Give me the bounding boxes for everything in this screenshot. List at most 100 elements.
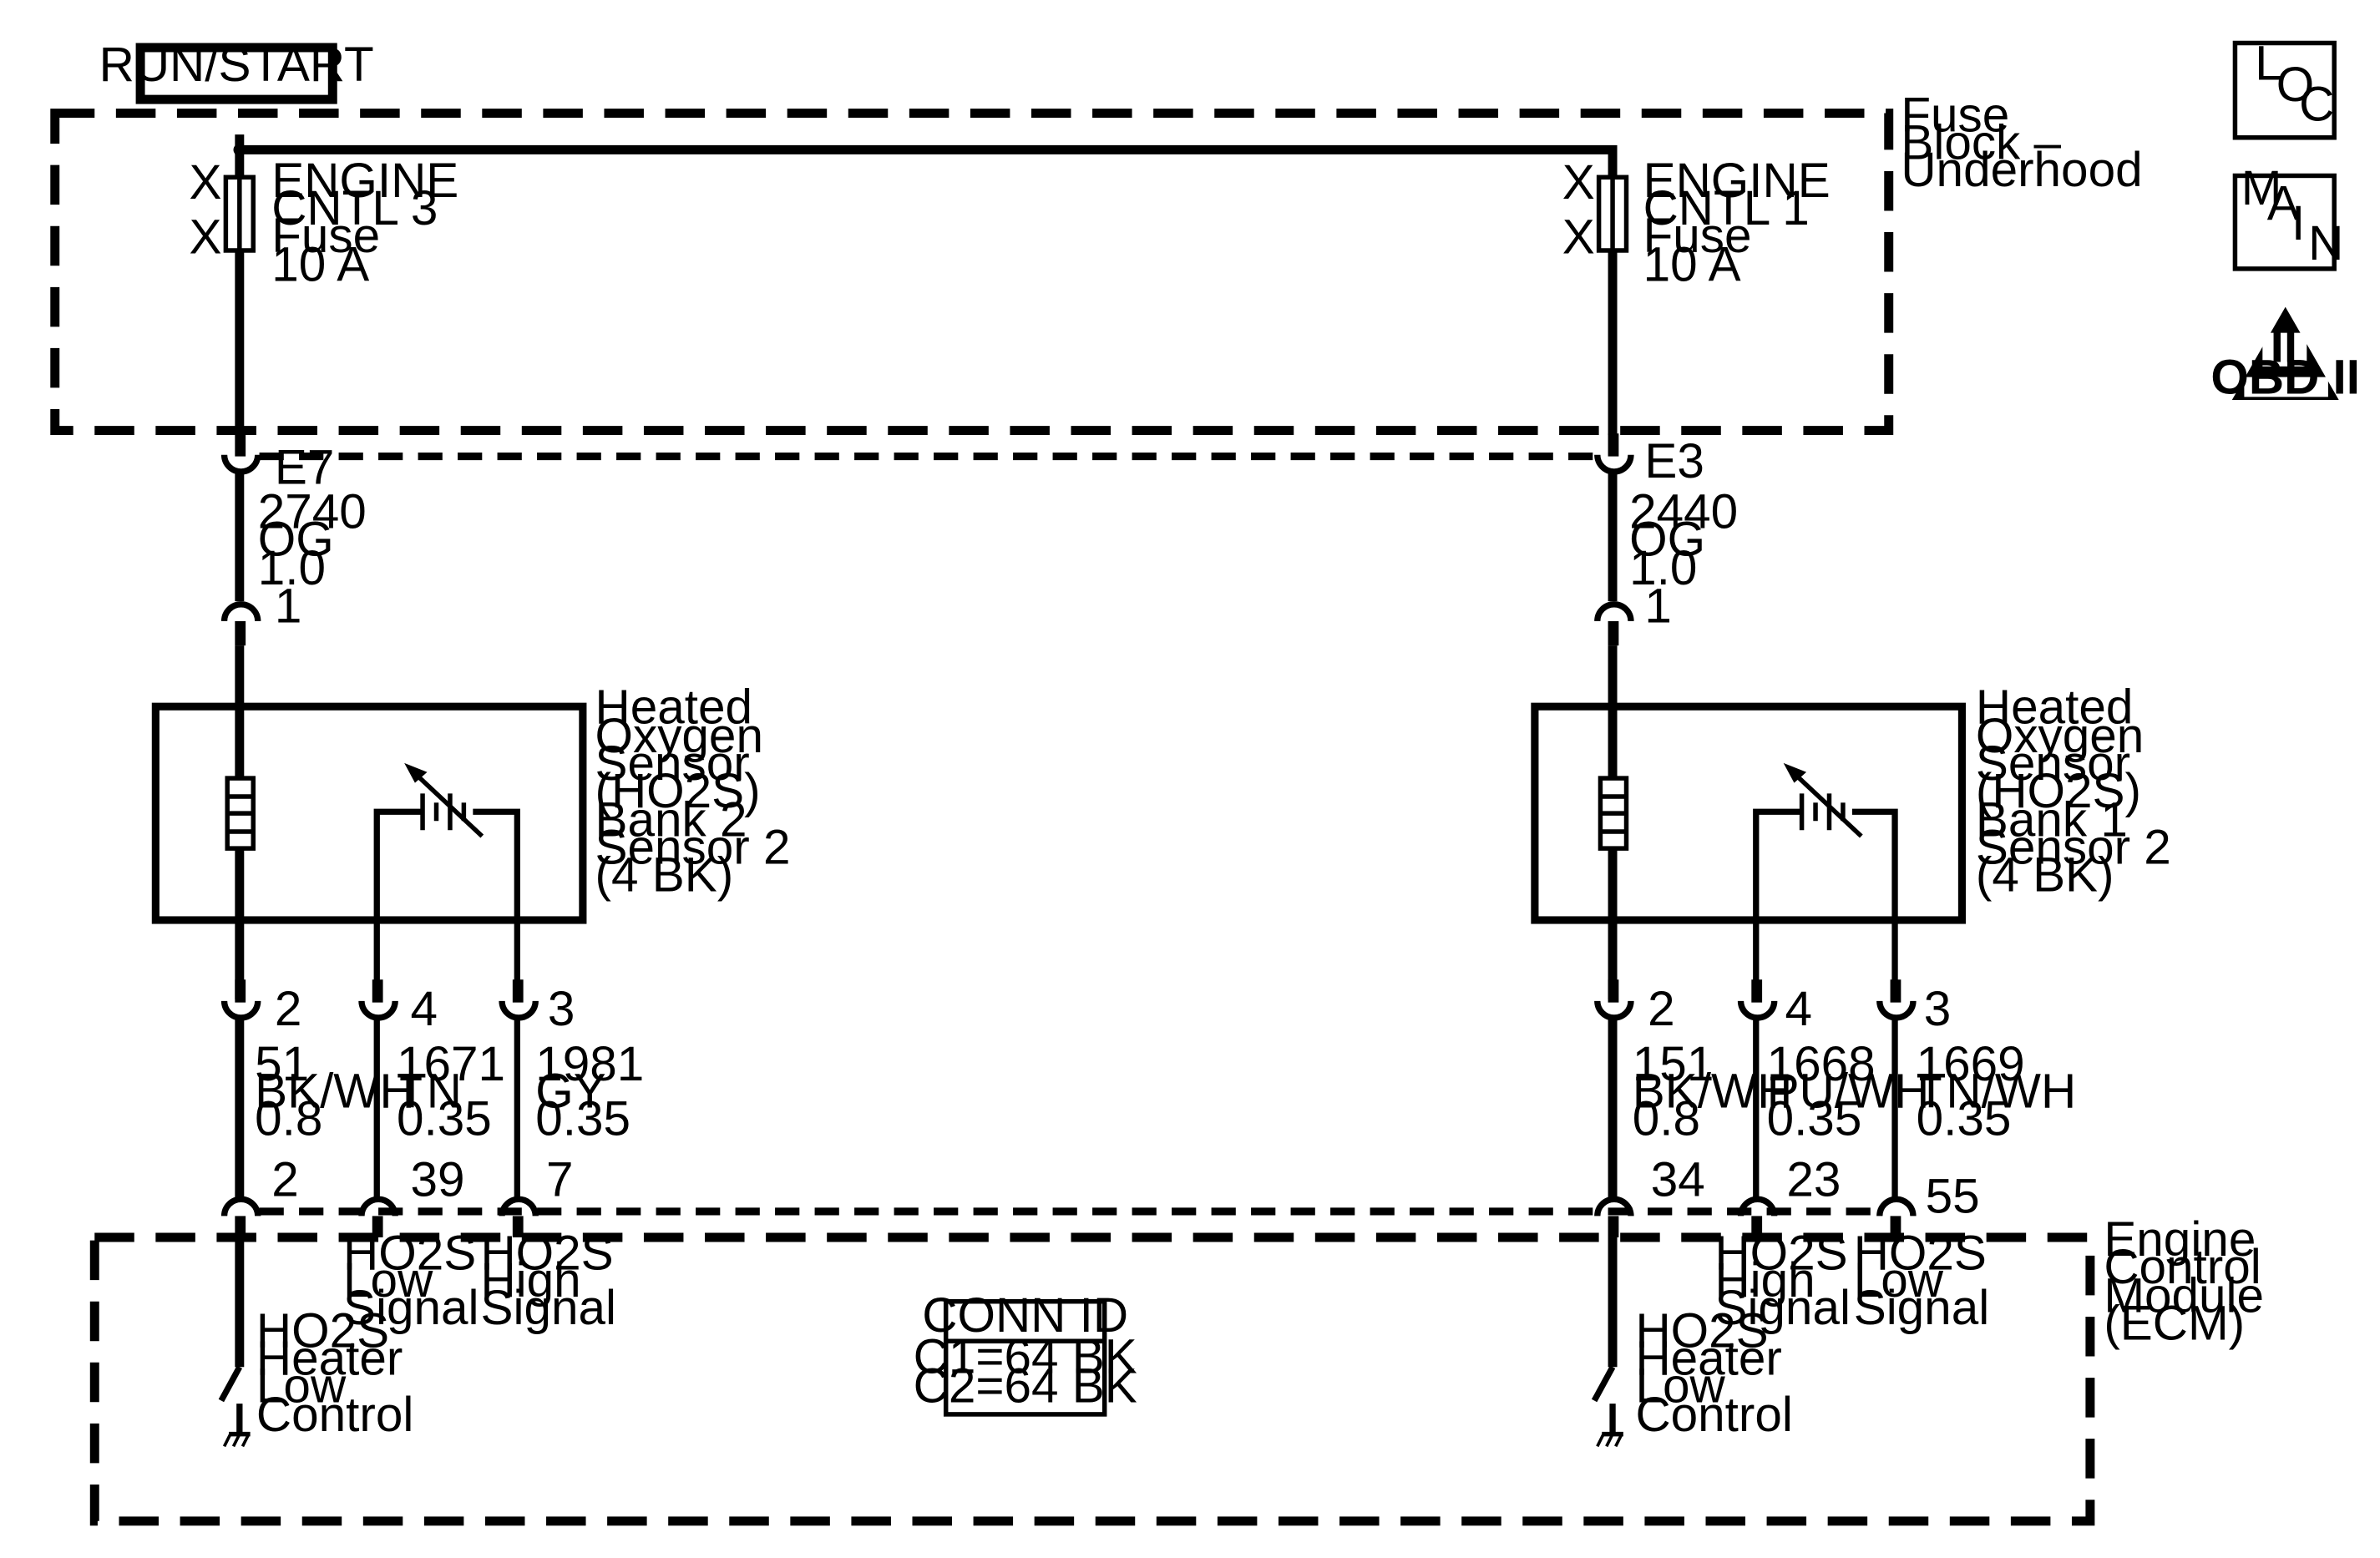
svg-text:(4 BK): (4 BK) <box>1976 847 2114 902</box>
svg-text:Bank 2: Bank 2 <box>595 793 747 847</box>
svg-text:X: X <box>1562 210 1595 265</box>
svg-text:2: 2 <box>1648 982 1675 1036</box>
svg-text:Signal: Signal <box>1714 1281 1851 1335</box>
conn-id-row: C1=64 BK <box>914 1330 1137 1384</box>
svg-text:3: 3 <box>1924 982 1952 1036</box>
ecm-pin-l-heater: 2 <box>220 1153 299 1237</box>
svg-text:Engine: Engine <box>2104 1212 2256 1267</box>
svg-text:51: 51 <box>255 1037 309 1091</box>
ground-icon <box>1596 1431 1623 1448</box>
svg-text:2740: 2740 <box>258 484 367 539</box>
svg-text:Heated: Heated <box>1976 680 2134 734</box>
variable-cell-icon <box>1783 762 1863 838</box>
svg-text:Low: Low <box>1635 1358 1725 1413</box>
svg-text:1669: 1669 <box>1917 1037 2025 1091</box>
sensor-pin-1-right: 1 <box>1594 579 1672 646</box>
svg-text:High: High <box>480 1253 580 1308</box>
svg-text:1: 1 <box>1644 579 1672 634</box>
wire-label-1669: 1669 TN/WH 0.35 <box>1917 1037 2077 1146</box>
svg-text:0.8: 0.8 <box>255 1092 322 1146</box>
svg-text:C: C <box>2299 78 2334 132</box>
svg-text:OG: OG <box>1629 512 1705 566</box>
sensor-pin-l-heater: 2 <box>220 979 301 1036</box>
sensor-pin-r-high: 4 <box>1737 979 1813 1036</box>
svg-text:(ECM): (ECM) <box>2104 1296 2245 1350</box>
run-start-label: RUN/START <box>99 38 374 104</box>
sensor-pin-r-heater: 2 <box>1594 979 1675 1036</box>
wire-label-151: 151 BK/WH 0.8 <box>1633 1037 1793 1146</box>
svg-text:Sensor 2: Sensor 2 <box>1976 820 2171 874</box>
svg-text:II: II <box>2271 318 2297 372</box>
wire-label-51: 51 BK/WH 0.8 <box>255 1037 415 1146</box>
obd-ii-icon[interactable]: II OBD II <box>2210 306 2360 405</box>
run-start-text: RUN/START <box>99 38 374 92</box>
ground-icon <box>222 1431 251 1448</box>
svg-text:Heater: Heater <box>256 1331 403 1385</box>
svg-text:1668: 1668 <box>1767 1037 1876 1091</box>
ho2s-bank2-sensor2: Heated Oxygen Sensor (HO2S) Bank 2 Senso… <box>151 645 790 999</box>
svg-text:2: 2 <box>271 1153 299 1207</box>
svg-text:Sensor: Sensor <box>1976 736 2130 791</box>
run-start-bus <box>235 134 1618 180</box>
svg-text:X: X <box>190 155 222 210</box>
svg-text:Signal: Signal <box>343 1281 479 1335</box>
svg-text:7: 7 <box>546 1153 574 1207</box>
sensor-pin-r-low: 3 <box>1876 979 1952 1036</box>
fuse-engine-cntl-3: X X ENGINE CNTL 3 Fuse 10 A <box>190 149 458 436</box>
svg-text:Control: Control <box>256 1388 413 1442</box>
wire-label-2440: 2440 OG 1.0 <box>1629 484 1738 595</box>
conn-id-row: C2=64 BK <box>914 1358 1137 1413</box>
svg-text:HO2S: HO2S <box>1854 1226 1987 1280</box>
svg-text:E7: E7 <box>275 440 335 494</box>
svg-text:BK/WH: BK/WH <box>255 1065 415 1119</box>
wire-label-1668: 1668 PU/WH 0.35 <box>1767 1037 1930 1146</box>
svg-text:0.35: 0.35 <box>535 1092 630 1146</box>
svg-text:Sensor: Sensor <box>595 736 750 791</box>
svg-text:N: N <box>2308 216 2343 271</box>
svg-text:1: 1 <box>275 579 302 634</box>
svg-text:M: M <box>2241 161 2282 215</box>
ecm-pin-l-high: 7 <box>499 1153 574 1237</box>
svg-text:X: X <box>1562 155 1595 210</box>
heater-element-icon <box>1598 776 1629 851</box>
svg-text:0.35: 0.35 <box>1917 1092 2012 1146</box>
svg-text:39: 39 <box>410 1153 464 1207</box>
fuse-engine-cntl-1: X X ENGINE CNTL 1 Fuse 10 A <box>1562 154 1831 436</box>
sensor-pin-l-low: 4 <box>358 979 438 1036</box>
variable-cell-icon <box>404 762 484 838</box>
svg-text:High: High <box>1714 1253 1815 1308</box>
svg-text:Low: Low <box>1854 1253 1944 1308</box>
svg-text:(HO2S): (HO2S) <box>1976 764 2141 818</box>
svg-text:TN: TN <box>397 1065 462 1119</box>
svg-text:23: 23 <box>1786 1153 1841 1207</box>
svg-text:TN/WH: TN/WH <box>1917 1065 2077 1119</box>
ho2s-bank1-sensor2: Heated Oxygen Sensor (HO2S) Bank 1 Senso… <box>1531 645 2171 999</box>
svg-text:4: 4 <box>1785 982 1813 1036</box>
ecm-signal-r-high: HO2S High Signal <box>1714 1226 1851 1335</box>
svg-text:HO2S: HO2S <box>256 1304 389 1358</box>
loc-icon[interactable]: L O C <box>2232 36 2337 140</box>
connector-e7: E7 <box>220 433 335 494</box>
heater-element-icon <box>225 776 256 851</box>
svg-text:OG: OG <box>258 512 334 566</box>
svg-text:HO2S: HO2S <box>1714 1226 1847 1280</box>
svg-text:L: L <box>2255 36 2282 90</box>
svg-text:1.0: 1.0 <box>1629 541 1697 595</box>
ecm-pin-r-high: 23 <box>1737 1153 1841 1237</box>
wire-label-1981: 1981 GY 0.35 <box>535 1037 644 1146</box>
svg-text:GY: GY <box>535 1065 605 1119</box>
svg-text:ENGINE: ENGINE <box>271 154 458 208</box>
svg-text:Block –: Block – <box>1901 115 2061 169</box>
svg-text:(4 BK): (4 BK) <box>595 847 734 902</box>
svg-text:HO2S: HO2S <box>480 1226 613 1280</box>
svg-text:2440: 2440 <box>1629 484 1738 539</box>
svg-text:Oxygen: Oxygen <box>595 709 763 763</box>
main-icon[interactable]: M A I N <box>2232 161 2343 271</box>
svg-text:55: 55 <box>1926 1170 1980 1224</box>
svg-text:Fuse: Fuse <box>1643 209 1752 263</box>
connector-e3: E3 <box>1594 433 1704 488</box>
svg-text:Oxygen: Oxygen <box>1976 709 2144 763</box>
svg-text:HO2S: HO2S <box>1635 1304 1768 1358</box>
ecm-pin-l-low: 39 <box>358 1153 464 1237</box>
